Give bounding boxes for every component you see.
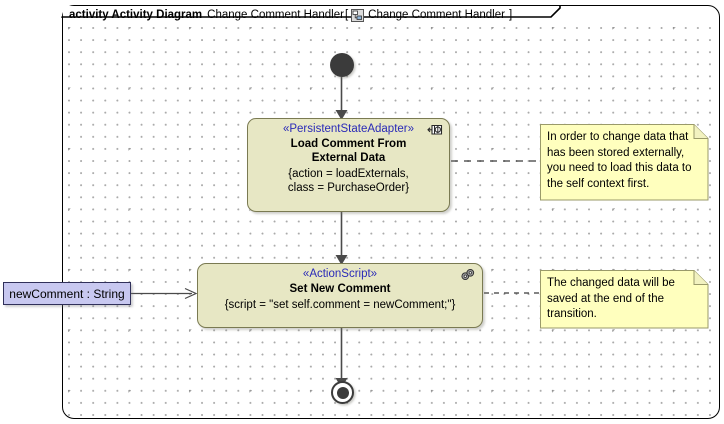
activity-parameter-newcomment[interactable]: newComment : String — [3, 282, 131, 305]
activity1-name-line2: External Data — [311, 152, 386, 164]
note2-line1: The changed data will be — [547, 277, 675, 289]
note-load-external-data[interactable]: In order to change data that has been st… — [540, 124, 708, 200]
activity2-body-line1: {script = "set self.comment = newComment… — [224, 299, 456, 311]
note1-line2: has been stored externally, — [547, 146, 685, 159]
note1-line4: the self context first. — [547, 177, 650, 190]
activity1-body-line2: class = PurchaseOrder} — [287, 182, 410, 194]
activity-node-load-comment[interactable]: «PersistentStateAdapter» Load Comment Fr… — [247, 118, 450, 212]
frame-header: activity Activity Diagram Change Comment… — [62, 5, 560, 24]
parameter-label: newComment : String — [9, 286, 125, 301]
activity-node-set-new-comment[interactable]: «ActionScript» Set New Comment {script =… — [197, 263, 483, 328]
note1-line1: In order to change data that — [547, 131, 689, 143]
activity2-stereotype: «ActionScript» — [302, 268, 378, 280]
note2-line3: transition. — [547, 308, 597, 320]
frame-keyword: activity Activity Diagram — [69, 8, 203, 21]
activity1-name-line1: Load Comment From — [290, 138, 407, 150]
note1-line3: you need to load this data to — [547, 162, 692, 174]
note-transition-save[interactable]: The changed data will be saved at the en… — [540, 270, 708, 328]
final-node[interactable] — [331, 381, 354, 404]
bracket-open: [ — [344, 8, 349, 21]
activity-diagram-icon — [351, 9, 365, 22]
frame-name: Change Comment Handler — [207, 8, 344, 21]
activity-diagram-frame — [62, 5, 720, 419]
activity1-stereotype: «PersistentStateAdapter» — [282, 123, 415, 135]
activity1-body-line1: {action = loadExternals, — [288, 168, 409, 180]
persistent-state-adapter-icon — [427, 123, 444, 138]
bracket-close: ] — [508, 8, 513, 21]
initial-node[interactable] — [330, 53, 354, 77]
note2-line2: saved at the end of the — [547, 292, 665, 305]
frame-qualified-name: Change Comment Handler — [368, 8, 505, 21]
action-script-icon — [460, 268, 476, 282]
activity2-name-line1: Set New Comment — [289, 283, 391, 295]
